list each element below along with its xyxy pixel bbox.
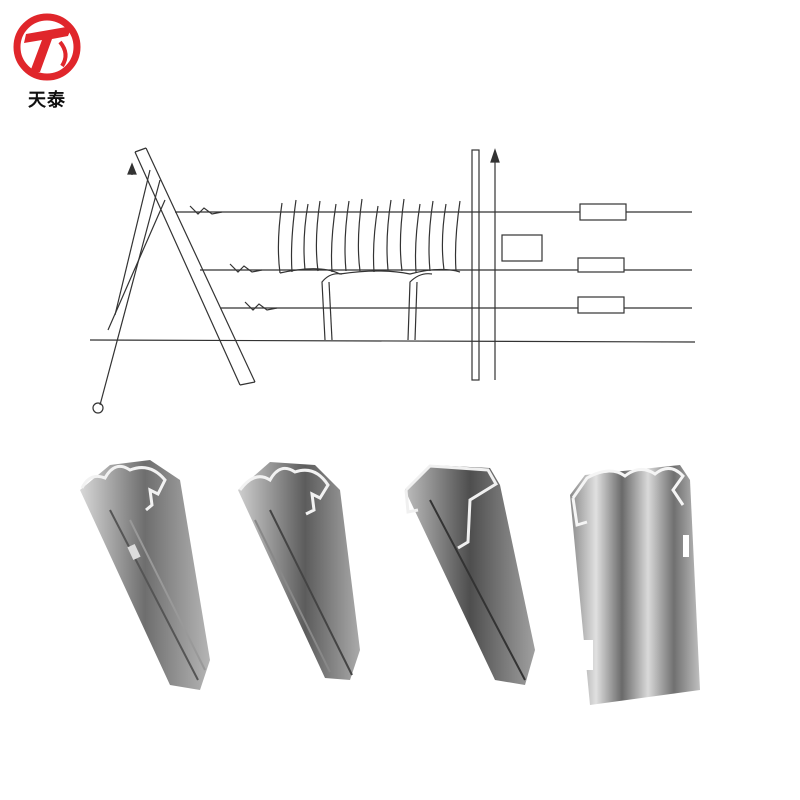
post-profile-1 (80, 460, 210, 690)
end-post-left (134, 151, 241, 386)
brand-logo-text: 天泰 (28, 90, 66, 111)
vine-trunk-right (407, 273, 433, 341)
post-profile-2 (238, 462, 360, 680)
anchor-point (92, 402, 104, 414)
end-post-right (145, 147, 256, 383)
brand-logo: 天泰 (10, 12, 84, 111)
line-post (471, 149, 480, 381)
post-profile-4 (570, 465, 700, 705)
ground-line (89, 339, 696, 343)
trellis-diagram (89, 147, 696, 414)
wire-tensioner-lower (577, 296, 625, 314)
wire-tensioner-middle (577, 257, 625, 273)
post-profiles (70, 450, 750, 720)
post-profile-3 (404, 464, 535, 685)
anchor-line (99, 179, 161, 406)
brand-logo-mark-icon (13, 13, 81, 81)
wire-tensioner-top (579, 203, 627, 221)
label-box-square (501, 234, 543, 262)
